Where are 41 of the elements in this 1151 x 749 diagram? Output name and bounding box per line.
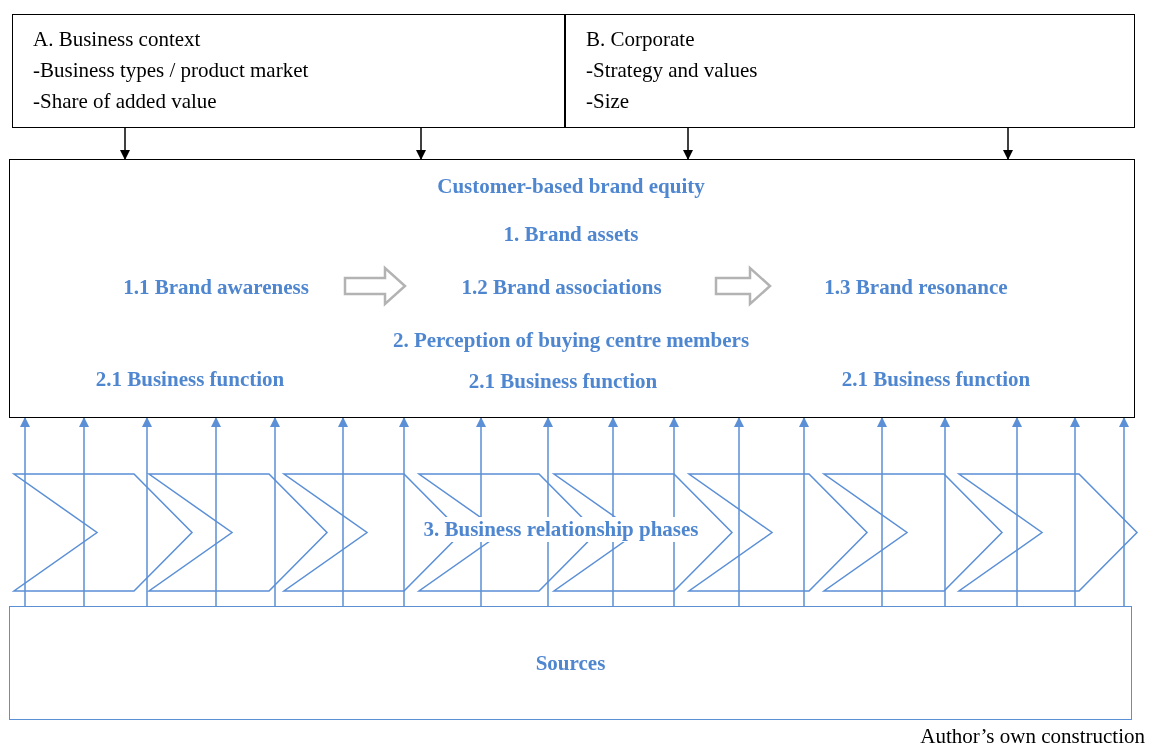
arrow xyxy=(1070,417,1080,607)
box-label: Sources xyxy=(535,651,606,676)
list-item: -Size xyxy=(586,89,630,114)
arrow xyxy=(338,417,348,607)
arrow xyxy=(799,417,809,607)
section-heading: 2.1 Business function xyxy=(468,369,658,394)
panel-title: Customer-based brand equity xyxy=(437,174,705,199)
section-heading: 2.1 Business function xyxy=(95,367,285,392)
concept-label: 1.2 Brand associations xyxy=(406,271,717,303)
arrow xyxy=(940,417,950,607)
concept-label: 1.3 Brand resonance xyxy=(771,271,1061,303)
arrow xyxy=(20,417,30,607)
arrow xyxy=(79,417,89,607)
section-heading: 2.1 Business function xyxy=(841,367,1031,392)
concept-label: 1.1 Brand awareness xyxy=(86,271,346,303)
brand-equity-panel xyxy=(9,159,1135,418)
section-heading: 1. Brand assets xyxy=(503,222,639,247)
arrow xyxy=(270,417,280,607)
arrow xyxy=(1012,417,1022,607)
block-arrow xyxy=(343,265,407,307)
arrow xyxy=(399,417,409,607)
context-box xyxy=(12,14,565,128)
arrow xyxy=(142,417,152,607)
arrow xyxy=(211,417,221,607)
section-heading: 2. Perception of buying centre members xyxy=(392,328,750,353)
arrow xyxy=(120,127,130,160)
caption-text: Author’s own construction xyxy=(920,724,1145,749)
block-arrow xyxy=(714,265,772,307)
context-box xyxy=(565,14,1135,128)
arrow xyxy=(1119,417,1129,607)
sources-box xyxy=(9,606,1132,720)
list-item: -Strategy and values xyxy=(586,58,758,83)
arrow xyxy=(734,417,744,607)
arrow xyxy=(1003,127,1013,160)
heading-text: B. Corporate xyxy=(586,27,695,52)
arrow xyxy=(877,417,887,607)
list-item: -Business types / product market xyxy=(33,58,309,83)
arrow xyxy=(683,127,693,160)
arrow xyxy=(416,127,426,160)
heading-text: A. Business context xyxy=(33,27,201,52)
list-item: -Share of added value xyxy=(33,89,217,114)
